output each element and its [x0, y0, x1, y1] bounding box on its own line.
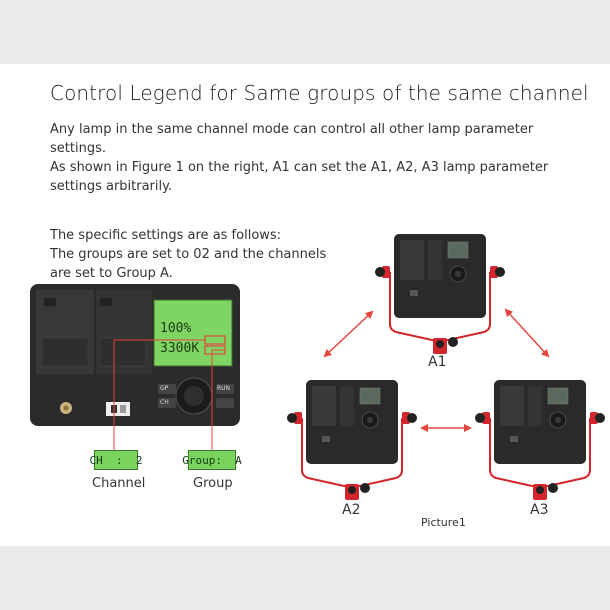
description-line-3: settings arbitrarily. [50, 179, 173, 194]
specific-line-1: The specific settings are as follows: [50, 228, 282, 243]
lamp-label-a2: A2 [342, 502, 361, 518]
lcd-screen [153, 299, 233, 367]
arrow-a1-a3 [504, 308, 550, 358]
button-gp[interactable]: GP [160, 385, 169, 392]
lamp-label-a3: A3 [530, 502, 549, 518]
specific-line-2: The groups are set to 02 and the channel… [50, 247, 327, 262]
channel-callout-line [113, 339, 205, 450]
arrow-a1-a2 [323, 310, 374, 358]
group-display: Group: A [182, 450, 242, 470]
channel-display: CH : 2 [90, 450, 143, 470]
group-callout-line [211, 349, 225, 450]
page-title: Control Legend for Same groups of the sa… [50, 81, 589, 105]
button-ch[interactable]: CH [160, 399, 169, 406]
group-label: Group [193, 476, 233, 491]
control-panel [30, 284, 240, 426]
specific-settings: The specific settings are as follows: Th… [50, 226, 350, 283]
lamp-a1 [374, 233, 506, 355]
description-line-1: Any lamp in the same channel mode can co… [50, 122, 534, 156]
specific-line-3: are set to Group A. [50, 266, 173, 281]
lcd-brightness: 100% [160, 321, 192, 336]
picture-caption: Picture1 [421, 516, 466, 529]
button-run[interactable]: RUN [217, 385, 231, 392]
description-line-2: As shown in Figure 1 on the right, A1 ca… [50, 160, 549, 175]
lamp-label-a1: A1 [428, 354, 447, 370]
description: Any lamp in the same channel mode can co… [50, 120, 590, 196]
lamp-a2 [286, 379, 418, 501]
lcd-kelvin: 3300K [160, 341, 200, 356]
lamp-a3 [474, 379, 606, 501]
channel-label: Channel [92, 476, 146, 491]
